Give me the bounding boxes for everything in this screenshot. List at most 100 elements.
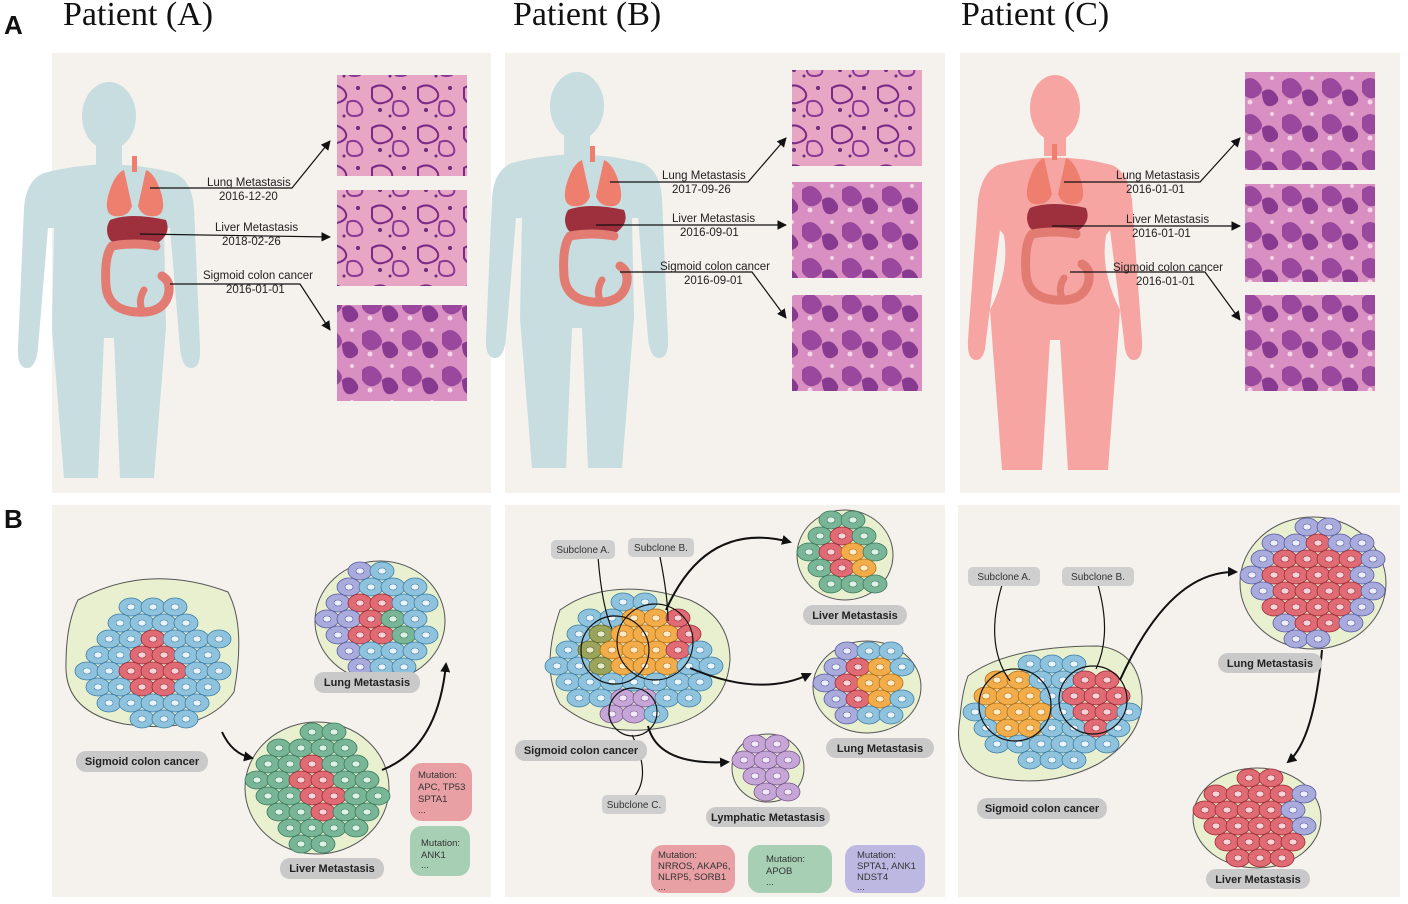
cell [599, 704, 625, 724]
cell [325, 593, 351, 613]
cell [184, 661, 210, 681]
cell [1349, 565, 1375, 585]
evo-c-lung-cluster [1239, 516, 1387, 650]
svg-text:SPTA1: SPTA1 [418, 794, 447, 805]
evo-b-lymph-label: Lymphatic Metastasis [706, 807, 830, 827]
cell [818, 542, 844, 562]
cell [1236, 768, 1262, 788]
patient-c-colon-label: Sigmoid colon cancer [1113, 262, 1223, 274]
cell [277, 786, 303, 806]
evo-b-liver-cluster [796, 509, 894, 601]
svg-text:Liver Metastasis: Liver Metastasis [812, 610, 898, 622]
cell [1294, 517, 1320, 537]
evo-b-lung-cluster [812, 640, 922, 734]
cell [862, 542, 888, 562]
evo-c-lung-label: Lung Metastasis [1218, 653, 1322, 673]
patient-b-title: Patient (B) [513, 0, 662, 33]
svg-text:Mutation:: Mutation: [658, 850, 697, 861]
cell [1305, 565, 1331, 585]
cell [140, 693, 166, 713]
cell [566, 624, 592, 644]
cell [336, 641, 362, 661]
cell [129, 645, 155, 665]
svg-text:Mutation:: Mutation: [766, 854, 805, 865]
cell [878, 673, 904, 693]
cell [823, 657, 849, 677]
cell [1050, 734, 1076, 754]
patient-a-liver-date: 2018-02-26 [222, 236, 281, 248]
svg-text:...: ... [421, 860, 429, 871]
evo-b-lymph-cluster [731, 733, 805, 803]
svg-text:NLRP5, SORB1: NLRP5, SORB1 [658, 872, 726, 883]
cell [266, 802, 292, 822]
svg-text:ANK1: ANK1 [421, 850, 446, 861]
svg-text:...: ... [766, 877, 774, 888]
cell [1083, 686, 1109, 706]
evo-c-subclone-a-tag: Subclone A. [968, 567, 1040, 586]
patient-a-lung-label: Lung Metastasis [207, 177, 291, 189]
cell [343, 754, 369, 774]
cell [266, 738, 292, 758]
cell [129, 677, 155, 697]
cell [354, 802, 380, 822]
cell [184, 629, 210, 649]
svg-text:Mutation:: Mutation: [418, 770, 457, 781]
cell [654, 624, 680, 644]
cell [1327, 597, 1353, 617]
svg-text:Subclone C.: Subclone C. [607, 800, 661, 811]
svg-text:Lung Metastasis: Lung Metastasis [1227, 658, 1313, 670]
cell [321, 754, 347, 774]
cell [332, 770, 358, 790]
svg-text:APOB: APOB [766, 866, 792, 877]
cell [889, 657, 915, 677]
cell [1039, 654, 1065, 674]
cell [610, 624, 636, 644]
cell [1006, 702, 1032, 722]
evo-c-primary-cluster [958, 645, 1143, 782]
cell [588, 688, 614, 708]
cell [1258, 832, 1284, 852]
cell [413, 625, 439, 645]
cell [107, 613, 133, 633]
svg-text:Subclone B.: Subclone B. [1071, 572, 1125, 583]
cell [834, 641, 860, 661]
cell [354, 770, 380, 790]
svg-text:Lung Metastasis: Lung Metastasis [837, 743, 923, 755]
cell [347, 561, 373, 581]
cell [1072, 734, 1098, 754]
evo-a-liver-label: Liver Metastasis [280, 858, 384, 879]
cell [807, 558, 833, 578]
cell [1072, 670, 1098, 690]
cell [173, 677, 199, 697]
cell [577, 608, 603, 628]
cell [665, 640, 691, 660]
cell [402, 577, 428, 597]
cell [1294, 581, 1320, 601]
cell [1017, 750, 1043, 770]
evo-a-primary-cluster [65, 578, 240, 729]
cell [1283, 629, 1309, 649]
cell [1105, 718, 1131, 738]
cell [742, 734, 768, 754]
cell [1250, 549, 1276, 569]
cell [299, 722, 325, 742]
cell [621, 640, 647, 660]
cell [856, 705, 882, 725]
cell [277, 818, 303, 838]
cell [643, 672, 669, 692]
cell [310, 834, 336, 854]
cell [1294, 613, 1320, 633]
cell [288, 834, 314, 854]
cell [347, 593, 373, 613]
cell [325, 625, 351, 645]
cell [731, 750, 757, 770]
patient-a-title: Patient (A) [63, 0, 214, 33]
svg-text:...: ... [658, 882, 666, 893]
cell [1280, 832, 1306, 852]
svg-text:Sigmoid colon cancer: Sigmoid colon cancer [524, 745, 639, 757]
cell [321, 722, 347, 742]
cell [151, 645, 177, 665]
patient-b-colon-date: 2016-09-01 [684, 275, 743, 287]
patient-b-liver-histology [792, 182, 922, 278]
cell [856, 641, 882, 661]
